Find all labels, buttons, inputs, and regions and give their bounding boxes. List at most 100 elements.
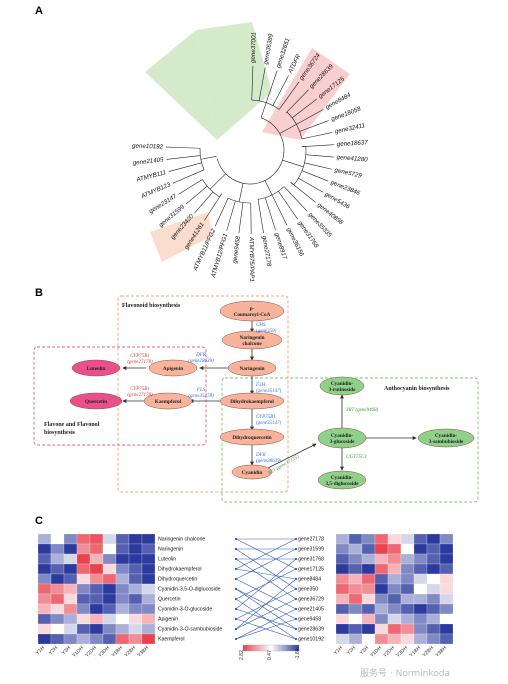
heatmap-cell <box>400 603 415 615</box>
link-dot <box>294 537 298 541</box>
enzyme-label-chs: CHS(gene350) <box>256 323 277 334</box>
heatmap-cell <box>37 623 52 635</box>
heatmap-cell <box>348 553 363 565</box>
gene-label: gene36729 <box>298 597 324 603</box>
metabolite-label: Naringenin <box>158 547 183 553</box>
region-flavone-box <box>33 346 207 446</box>
heatmap-column-label: Y2DH <box>84 645 98 659</box>
gene-label: gene8484 <box>298 577 321 583</box>
tree-branch <box>210 191 214 196</box>
tree-branch <box>296 116 310 125</box>
link-dot <box>234 537 238 541</box>
pathway-enzymes: CHS(gene350)DFR(gene28639)CYP75B1(gene27… <box>127 323 378 476</box>
heatmap-cell <box>89 583 104 595</box>
heatmap-cell <box>387 623 402 635</box>
heatmap-cell <box>348 563 363 575</box>
heatmap-cell <box>141 623 156 635</box>
correlation-link <box>235 588 297 630</box>
heatmap-cell <box>37 633 52 645</box>
heatmap-column-label: Y2BH <box>123 645 137 659</box>
heatmap-cell <box>50 583 65 595</box>
heatmap-cell <box>348 583 363 595</box>
heatmap-cell <box>141 553 156 565</box>
tree-branch <box>264 180 273 196</box>
heatmap-cell <box>115 543 130 555</box>
pathway-node-kaempferol <box>143 392 193 410</box>
heatmap-cell <box>426 563 441 575</box>
tree-branch <box>166 156 191 160</box>
tree-leaf-label: ATMYB111 <box>135 169 167 184</box>
heatmap-cell <box>439 543 454 555</box>
heatmap-cell <box>115 563 130 575</box>
heatmap-cell <box>439 603 454 615</box>
heatmap-cell <box>115 593 130 605</box>
heatmap-cell <box>374 623 389 635</box>
tree-branch <box>297 98 317 114</box>
pathway-node-label: Cyanidin-3-sambubioside <box>429 433 464 445</box>
heatmap-cell <box>439 593 454 605</box>
heatmap-cell <box>374 613 389 625</box>
heatmap-cell <box>102 563 117 575</box>
heatmap-cell <box>128 583 143 595</box>
tree-branch <box>191 169 205 176</box>
gene-label: gene27178 <box>298 537 324 543</box>
tree-branch <box>197 185 208 195</box>
heatmap-cell <box>37 543 52 555</box>
heatmap-cell <box>387 633 402 645</box>
heatmap-cell <box>76 543 91 555</box>
heatmap-cell <box>374 583 389 595</box>
heatmap-cell <box>426 573 441 585</box>
gene-label: gene9458 <box>298 617 321 623</box>
pathway-node-label: Dihydrokaempferol <box>230 399 274 405</box>
tree-branch <box>194 194 211 214</box>
heatmap-column-label: Y2H <box>346 645 357 656</box>
heatmap-cell <box>76 603 91 615</box>
tree-branch <box>185 193 199 205</box>
gene-label: gene31599 <box>298 547 324 553</box>
link-dot <box>234 567 238 571</box>
tree-branch <box>209 173 226 190</box>
heatmap-cell <box>413 543 428 555</box>
heatmap-cell <box>335 603 350 615</box>
link-dot <box>294 627 298 631</box>
heatmap-cell <box>400 573 415 585</box>
gene-label: gene28639 <box>298 627 324 633</box>
heatmap-cell <box>439 553 454 565</box>
tree-leaf-label: gene10192 <box>132 143 164 151</box>
heatmap-cell <box>50 633 65 645</box>
tree-branch <box>290 193 308 212</box>
heatmap-cell <box>413 533 428 545</box>
link-dot <box>234 557 238 561</box>
heatmap-cell <box>361 603 376 615</box>
heatmap-cell <box>413 593 428 605</box>
tree-branch <box>288 205 298 220</box>
tree-leaf-label: gene5729 <box>334 167 363 180</box>
scale-tick-mid: 0.47 <box>267 650 273 660</box>
heatmap-column-label: Y1H <box>333 645 344 656</box>
heatmap-column-label: Y1BH <box>110 645 124 659</box>
heatmap-cell <box>400 583 415 595</box>
heatmap-cell <box>400 563 415 575</box>
pathway-node-dihydroquercetin <box>219 428 285 446</box>
heatmap-cell <box>374 633 389 645</box>
tree-branch <box>168 163 200 172</box>
heatmap-cell <box>400 543 415 555</box>
tree-branch <box>290 182 294 186</box>
heatmap-cell <box>361 573 376 585</box>
tree-leaf-label: gene32651 <box>275 37 292 69</box>
heatmap-cell <box>50 593 65 605</box>
tree-branch <box>278 97 288 110</box>
heatmap-cell <box>141 533 156 545</box>
enzyme-label-3rt: 3RT (gene9468) <box>346 408 379 413</box>
heatmap-column-label: Y2DH <box>382 645 396 659</box>
heatmap-cell <box>141 633 156 645</box>
heatmap-cell <box>128 593 143 605</box>
tree-branch <box>223 198 229 209</box>
heatmap-cell <box>128 633 143 645</box>
link-dot <box>234 547 238 551</box>
heatmap-cell <box>63 613 78 625</box>
tree-branch <box>226 203 235 231</box>
phylogenetic-tree-branches <box>166 66 334 234</box>
pathway-node-label: Cyanidin <box>242 470 263 476</box>
